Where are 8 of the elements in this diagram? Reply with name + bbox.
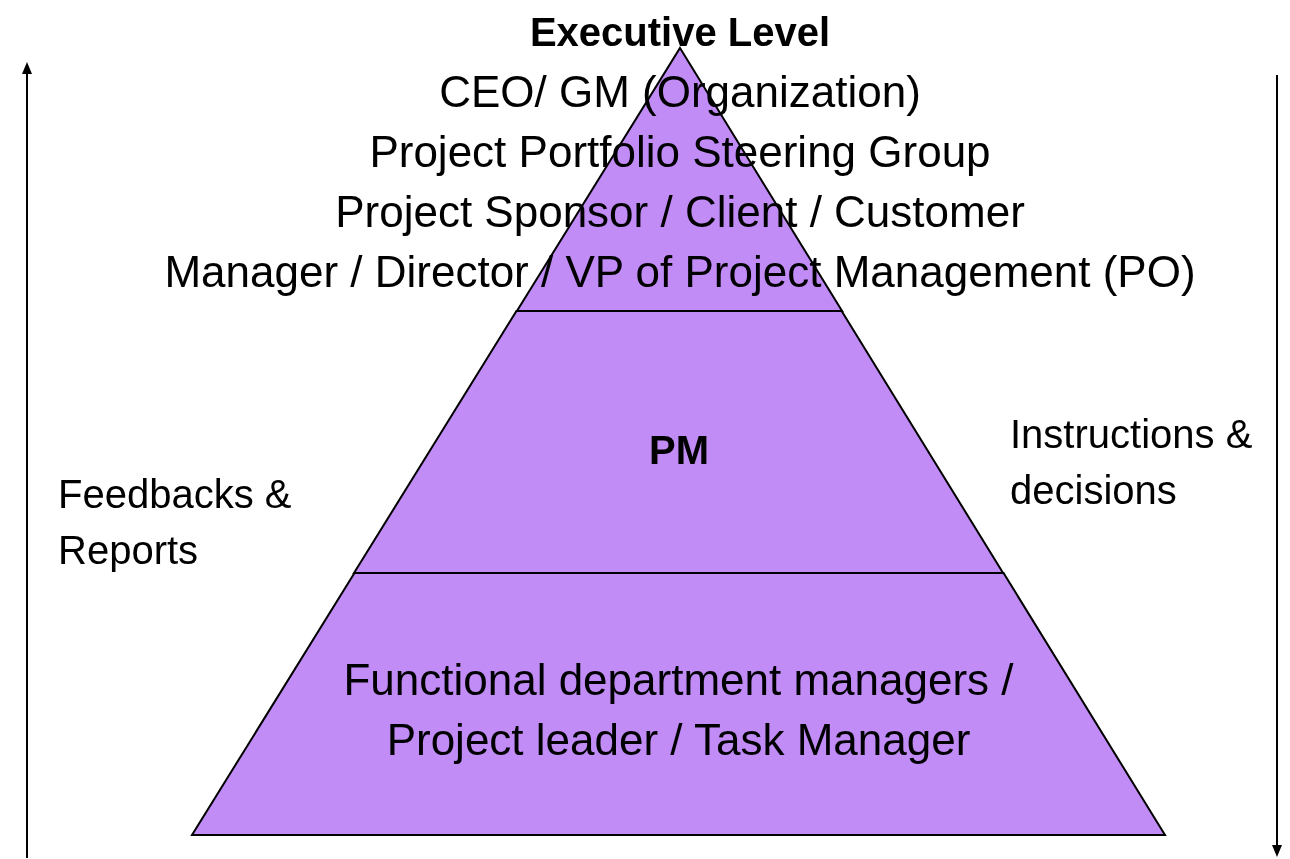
pyramid-band [192, 573, 1165, 835]
role-text: Functional department managers / Project leader / Task Manager [342, 654, 1015, 766]
flow-label: Feedbacks & Reports [58, 471, 293, 574]
level-heading: Executive Level [528, 9, 832, 56]
role-text: Manager / Director / VP of Project Management (PO) [163, 246, 1197, 298]
pyramid-band [354, 311, 1004, 573]
role-text: PM [648, 427, 710, 474]
flow-label: Instructions & decisions [1010, 411, 1254, 514]
